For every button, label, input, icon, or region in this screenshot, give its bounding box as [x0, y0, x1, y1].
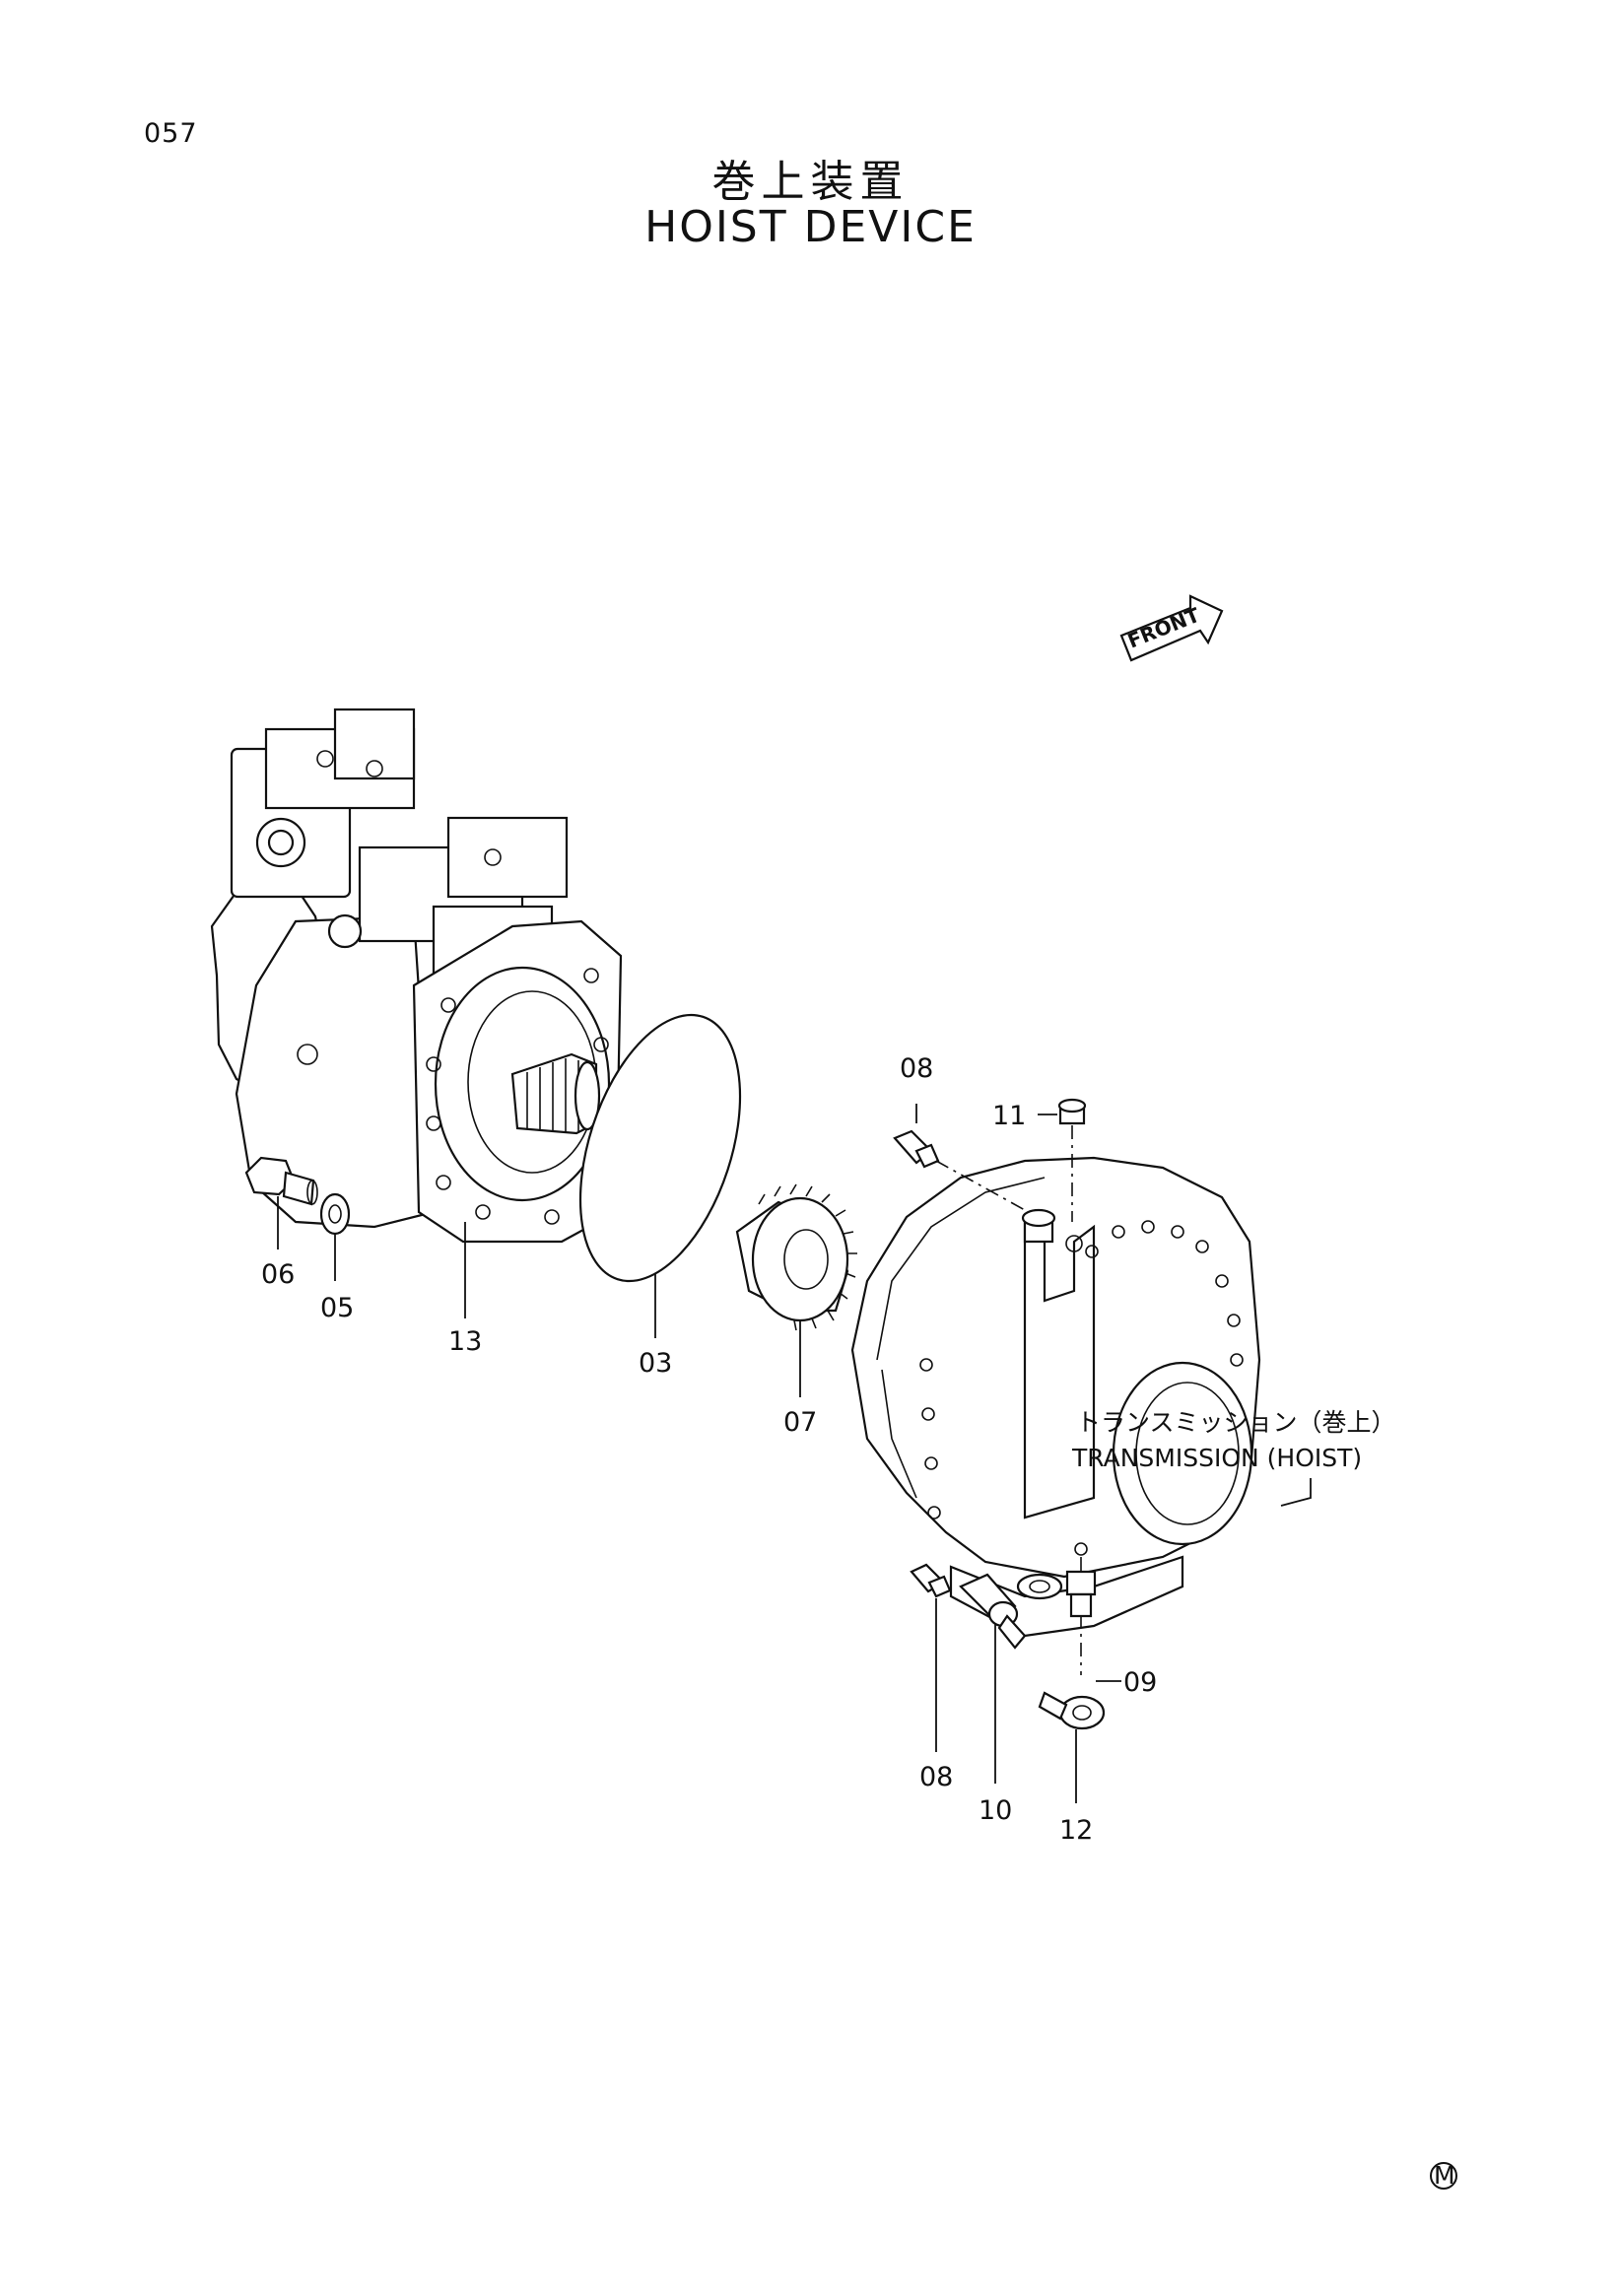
cap-part-11	[1057, 1098, 1087, 1125]
callout-11: 11	[992, 1101, 1026, 1131]
callout-06: 06	[261, 1259, 295, 1290]
hydraulic-motor-assembly	[210, 708, 623, 1244]
transmission-label-japanese: トランスミッション（巻上）	[1076, 1408, 1396, 1437]
assembly-line-08-upper	[935, 1160, 1026, 1211]
callout-13: 13	[448, 1326, 482, 1357]
corner-mark-letter: M	[1434, 2161, 1455, 2190]
callout-09: 09	[1123, 1667, 1157, 1698]
plug-part-08-lower	[910, 1563, 952, 1598]
plug-part-08-upper	[893, 1129, 940, 1169]
corner-mark: M	[1430, 2161, 1457, 2190]
washer-part-05	[319, 1192, 351, 1236]
page-title-japanese: 巻上装置	[711, 157, 910, 207]
callout-08-lower: 08	[919, 1762, 953, 1792]
callout-05: 05	[320, 1293, 354, 1323]
transmission-label: TRANSMISSION (HOIST)	[1071, 1444, 1362, 1472]
banjo-part-12	[1038, 1691, 1106, 1730]
leader-transmission	[1280, 1478, 1312, 1507]
front-arrow-icon: FRONT	[1119, 594, 1224, 662]
callout-12: 12	[1059, 1815, 1093, 1846]
transmission-housing	[850, 1156, 1261, 1638]
callout-07: 07	[783, 1407, 817, 1438]
gear-part-07	[735, 1183, 857, 1331]
callout-10: 10	[979, 1795, 1012, 1826]
fitting-part-09	[1065, 1570, 1097, 1618]
o-ring-part-03	[578, 1013, 742, 1283]
elbow-part-10	[959, 1573, 1027, 1650]
callout-08-upper: 08	[900, 1053, 933, 1084]
page-number: 057	[144, 118, 198, 149]
callout-03: 03	[639, 1348, 672, 1379]
page-title: HOIST DEVICE	[644, 202, 977, 252]
bolt-part-06	[244, 1156, 318, 1206]
